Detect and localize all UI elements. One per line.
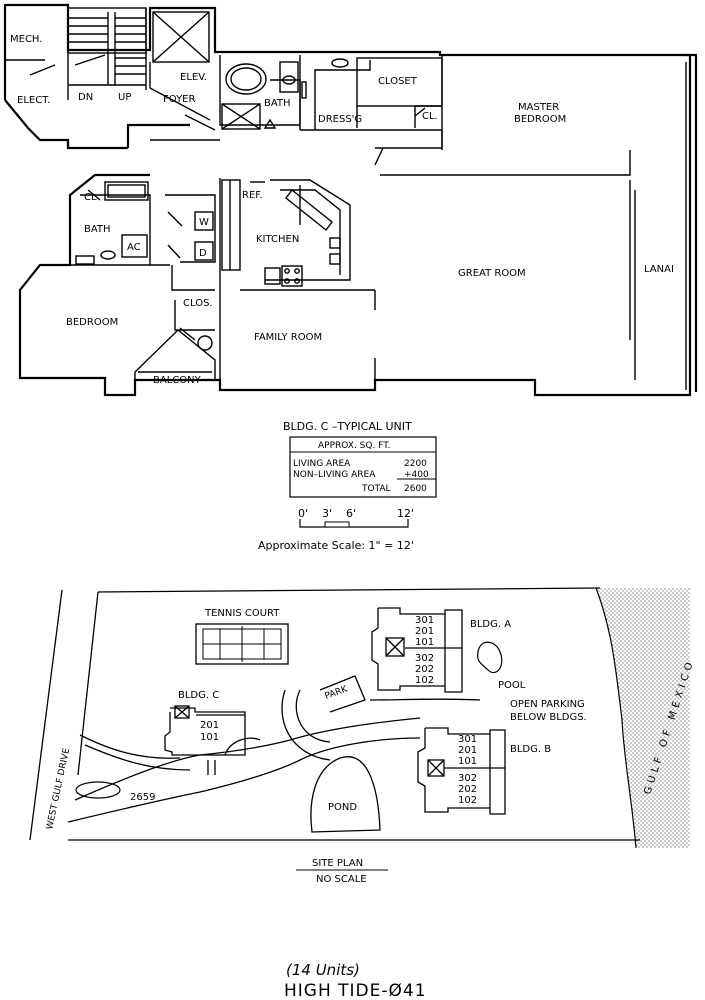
- room-label-family-room: FAMILY ROOM: [254, 332, 322, 343]
- room-label-elect: ELECT.: [17, 95, 50, 106]
- building-a: [371, 607, 463, 693]
- shoreline: [595, 587, 637, 849]
- building-c: [164, 705, 246, 756]
- scale-caption: Approximate Scale: 1" = 12': [258, 539, 414, 552]
- stair-label-down: DN: [78, 92, 93, 103]
- road-label: WEST GULF DRIVE: [45, 747, 72, 831]
- room-label-master-cl: CL.: [422, 111, 438, 122]
- unit-number: 201: [458, 745, 477, 756]
- scale-tick-label: 12': [397, 507, 414, 520]
- sqft-row-label: TOTAL: [361, 484, 391, 494]
- site-plan-title: SITE PLAN: [312, 858, 363, 869]
- tennis-court-label: TENNIS COURT: [204, 608, 280, 619]
- room-label-elev: ELEV.: [180, 72, 207, 83]
- room-label-bedroom: BEDROOM: [66, 317, 118, 328]
- sqft-table-header: APPROX. SQ. FT.: [318, 441, 391, 451]
- room-labels: MECH. ELECT. DN UP ELEV. FOYER BATH DRES…: [10, 34, 674, 386]
- building-b-label: BLDG. B: [510, 744, 551, 755]
- unit-number: 302: [458, 773, 477, 784]
- open-parking-label: OPEN PARKING: [510, 699, 585, 710]
- room-label-closet: CLOSET: [378, 76, 418, 87]
- room-label-balcony: BALCONY: [153, 375, 202, 386]
- room-label-foyer: FOYER: [163, 94, 196, 105]
- unit-number: 302: [415, 653, 434, 664]
- unit-number: 202: [458, 784, 477, 795]
- open-parking-label: BELOW BLDGS.: [510, 712, 587, 723]
- stair-label-up: UP: [118, 92, 131, 103]
- unit-title: BLDG. C –TYPICAL UNIT: [283, 420, 412, 433]
- footer: (14 Units) HIGH TIDE-Ø41: [284, 961, 427, 1000]
- scale-bar: 0' 3' 6' 12' Approximate Scale: 1" = 12': [258, 507, 414, 552]
- sqft-row-value: +400: [404, 470, 429, 480]
- site-plan-subtitle: NO SCALE: [316, 874, 367, 885]
- unit-number: 101: [458, 756, 477, 767]
- site-plan: TENNIS COURT BLDG. A 301 201 101 302 202…: [29, 587, 697, 885]
- unit-info: BLDG. C –TYPICAL UNIT APPROX. SQ. FT. LI…: [283, 420, 437, 498]
- unit-number: 101: [200, 732, 219, 743]
- beach-sand: [596, 588, 690, 848]
- unit-number: 102: [415, 675, 434, 686]
- road-island: [75, 781, 121, 799]
- floor-plan-interior: [5, 7, 687, 390]
- unit-number: 201: [200, 720, 219, 731]
- address-label: 2659: [130, 792, 155, 803]
- room-label-great-room: GREAT ROOM: [458, 268, 526, 279]
- building-b: [417, 727, 506, 815]
- room-label-master-bedroom-2: BEDROOM: [514, 114, 566, 125]
- building-c-label: BLDG. C: [178, 690, 219, 701]
- project-name: HIGH TIDE-Ø41: [284, 981, 427, 1000]
- room-label-clos: CLOS.: [183, 298, 213, 309]
- washer-label: W: [199, 217, 209, 228]
- room-label-dressing: DRESS'G: [318, 114, 362, 125]
- pool-label: POOL: [498, 680, 526, 691]
- unit-count: (14 Units): [286, 961, 360, 979]
- room-label-master-bath: BATH: [264, 98, 291, 109]
- pond: [310, 756, 381, 833]
- sqft-row-value: 2600: [404, 484, 427, 494]
- pond-label: POND: [328, 802, 357, 813]
- unit-number: 202: [415, 664, 434, 675]
- building-a-label: BLDG. A: [470, 619, 511, 630]
- scale-tick-label: 3': [322, 507, 332, 520]
- sqft-row-label: LIVING AREA: [293, 459, 351, 469]
- refrigerator-label: REF.: [242, 190, 263, 201]
- ac-unit-label: AC: [127, 242, 141, 253]
- unit-number: 301: [415, 615, 434, 626]
- floor-plan: MECH. ELECT. DN UP ELEV. FOYER BATH DRES…: [3, 3, 698, 397]
- sqft-table: [289, 436, 437, 498]
- scale-tick-label: 6': [346, 507, 356, 520]
- room-label-lanai: LANAI: [644, 264, 674, 275]
- unit-number: 201: [415, 626, 434, 637]
- tennis-court: [195, 623, 289, 665]
- room-label-master-bedroom-1: MASTER: [518, 102, 559, 113]
- site-boundary: [29, 587, 640, 841]
- room-label-guest-bath: BATH: [84, 224, 111, 235]
- pool: [477, 641, 503, 674]
- room-label-kitchen: KITCHEN: [256, 234, 299, 245]
- unit-number: 102: [458, 795, 477, 806]
- scale-tick-label: 0': [298, 507, 308, 520]
- unit-number: 101: [415, 637, 434, 648]
- dryer-label: D: [199, 248, 207, 259]
- room-label-mech: MECH.: [10, 34, 42, 45]
- sqft-row-value: 2200: [404, 459, 427, 469]
- room-label-guest-cl: CL: [84, 192, 97, 203]
- unit-number: 301: [458, 734, 477, 745]
- sqft-row-label: NON–LIVING AREA: [293, 470, 376, 480]
